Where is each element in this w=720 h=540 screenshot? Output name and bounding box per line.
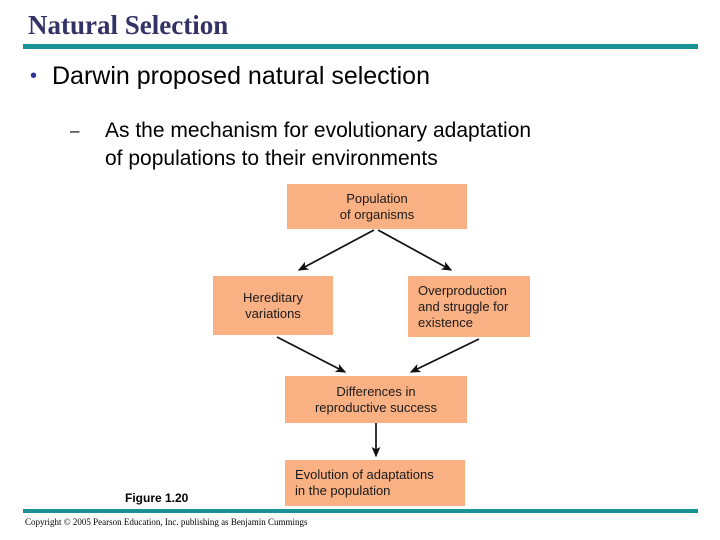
flowchart-box-hereditary: Hereditary variations	[213, 276, 333, 335]
footer-divider	[23, 509, 698, 513]
box-overproduction-line1: Overproduction	[418, 282, 507, 298]
box-overproduction-line3: existence	[418, 314, 473, 330]
bullet-item-level1: • Darwin proposed natural selection	[26, 61, 666, 92]
box-differences-line2: reproductive success	[314, 399, 438, 415]
bullet-marker-icon: •	[30, 65, 38, 87]
box-evolution-line2: in the population	[295, 483, 391, 498]
copyright-text: Copyright © 2005 Pearson Education, Inc.…	[25, 517, 308, 527]
bullet-level2-text-block: As the mechanism for evolutionary adapta…	[105, 117, 531, 173]
flowchart-box-overproduction: Overproduction and struggle for existenc…	[408, 276, 530, 337]
title-divider	[23, 44, 698, 49]
box-evolution-line1: Evolution of adaptations	[295, 467, 434, 482]
dash-marker-icon: –	[70, 121, 80, 140]
bullet-level2-line1: As the mechanism for evolutionary adapta…	[105, 119, 532, 142]
page-title: Natural Selection	[28, 10, 229, 40]
bullet-level1-text: Darwin proposed natural selection	[52, 62, 430, 90]
bullet-level2-line2: of populations to their environments	[105, 147, 438, 170]
box-hereditary-line2: variations	[245, 305, 301, 321]
arrow-overproduction-to-differences	[409, 338, 480, 373]
figure-caption: Figure 1.20	[125, 491, 189, 505]
arrow-population-to-overproduction	[377, 229, 453, 271]
box-differences-line1: Differences in	[336, 383, 416, 399]
arrow-population-to-hereditary	[297, 229, 375, 271]
box-population-line1: Population	[346, 190, 408, 206]
bullet-item-level2: – As the mechanism for evolutionary adap…	[70, 117, 700, 173]
box-hereditary-line1: Hereditary	[243, 289, 303, 305]
flowchart-box-population: Population of organisms	[287, 184, 467, 229]
arrow-hereditary-to-differences	[276, 336, 347, 373]
box-overproduction-line2: and struggle for	[418, 298, 509, 314]
flowchart-box-differences: Differences in reproductive success	[285, 376, 467, 423]
box-population-line2: of organisms	[339, 206, 415, 222]
flowchart-box-evolution: Evolution of adaptations in the populati…	[285, 460, 465, 506]
